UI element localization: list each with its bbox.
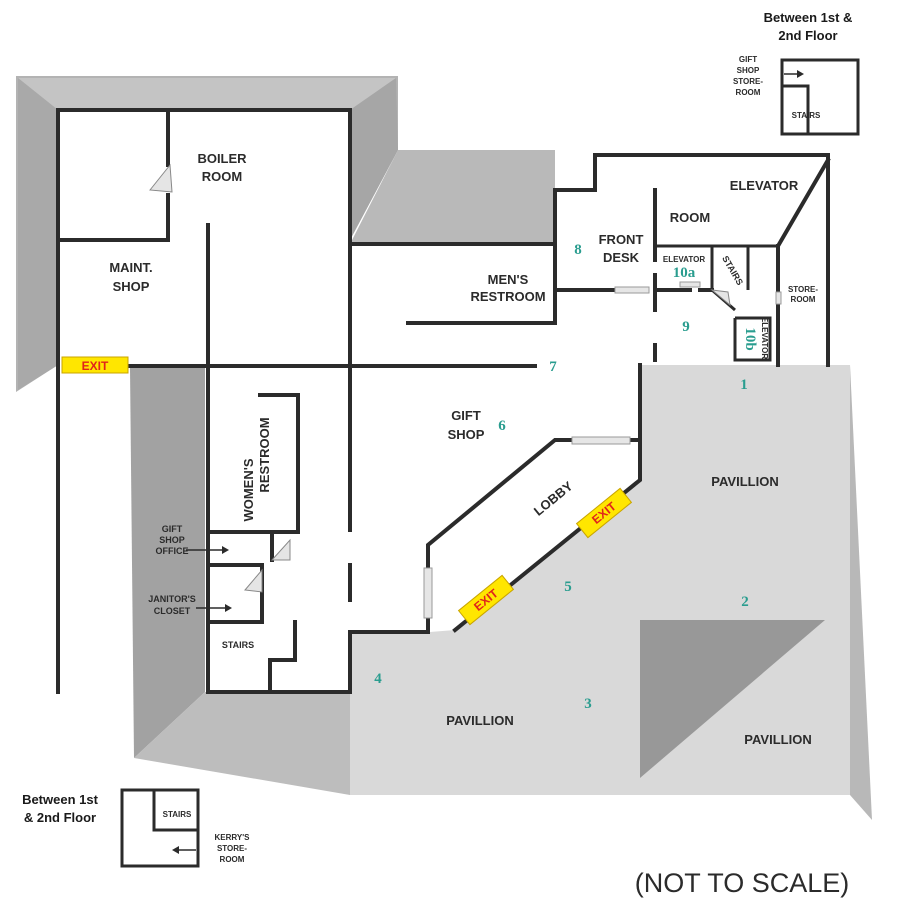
pavillion-corner-label: PAVILLION: [744, 732, 811, 747]
pavillion-right-label: PAVILLION: [711, 474, 778, 489]
mens-restroom-label-1: MEN'S: [488, 272, 529, 287]
pavillion-dark-triangle: [640, 620, 825, 778]
janitors-closet-label-1: JANITOR'S: [148, 594, 195, 604]
stairs-bottom-label: STAIRS: [222, 640, 254, 650]
boiler-room-label-2: ROOM: [202, 169, 242, 184]
marker-2: 2: [741, 594, 749, 610]
gift-shop-office-label-3: OFFICE: [156, 546, 189, 556]
inset-top-room-3: STORE-: [733, 77, 763, 86]
marker-10b: 10b: [742, 327, 758, 350]
janitors-closet-label-2: CLOSET: [154, 606, 191, 616]
elevator-vertical-label: ELEVATOR: [760, 317, 769, 359]
marker-8: 8: [574, 242, 582, 258]
gift-shop-office-label-2: SHOP: [159, 535, 185, 545]
store-room-label-2: ROOM: [791, 295, 816, 304]
store-room-label-1: STORE-: [788, 285, 818, 294]
inset-bottom-left: Between 1st & 2nd Floor STAIRS KERRY'S S…: [22, 788, 251, 868]
room-label: ROOM: [670, 210, 710, 225]
marker-6: 6: [498, 418, 506, 434]
stairs-small-label: STAIRS: [720, 254, 745, 287]
exit-sign-left: EXIT: [61, 356, 129, 374]
inset-top-stairs: STAIRS: [792, 111, 821, 120]
maint-shop-label-1: MAINT.: [109, 260, 152, 275]
room-labels: BOILER ROOM MAINT. SHOP MEN'S RESTROOM F…: [109, 151, 818, 747]
gift-shop-office-label-1: GIFT: [162, 524, 183, 534]
womens-restroom-label-2: RESTROOM: [257, 417, 272, 492]
inset-bottom-title-2: & 2nd Floor: [24, 810, 96, 825]
marker-10a: 10a: [673, 265, 696, 281]
inset-top-title-2: 2nd Floor: [778, 28, 837, 43]
inset-bottom-room-2: STORE-: [217, 844, 247, 853]
inset-bottom-title-1: Between 1st: [22, 792, 99, 807]
marker-5: 5: [564, 579, 572, 595]
marker-4: 4: [374, 671, 382, 687]
marker-3: 3: [584, 696, 592, 712]
front-desk-label-2: DESK: [603, 250, 640, 265]
inset-top-room-4: ROOM: [736, 88, 761, 97]
pointer-arrows: [186, 546, 232, 612]
maint-shop-label-2: SHOP: [113, 279, 150, 294]
not-to-scale-note: (NOT TO SCALE): [635, 868, 850, 898]
gift-shop-label-1: GIFT: [451, 408, 481, 423]
womens-restroom-label-1: WOMEN'S: [241, 458, 256, 521]
location-markers: 1 2 3 4 5 6 7 8 9 10a 10b: [374, 242, 758, 712]
inset-top-room-2: SHOP: [737, 66, 760, 75]
inset-bottom-room-1: KERRY'S: [215, 833, 251, 842]
pavillion-bottom-label: PAVILLION: [446, 713, 513, 728]
inset-top-title-1: Between 1st &: [764, 10, 853, 25]
mens-restroom-label-2: RESTROOM: [470, 289, 545, 304]
inset-bottom-room-3: ROOM: [220, 855, 245, 864]
marker-9: 9: [682, 319, 690, 335]
elevator-small-label: ELEVATOR: [663, 255, 705, 264]
doors: [149, 163, 782, 619]
front-desk-label-1: FRONT: [599, 232, 644, 247]
exit-left-label: EXIT: [82, 359, 109, 373]
lobby-label: LOBBY: [531, 478, 576, 518]
marker-7: 7: [549, 359, 557, 375]
gift-shop-label-2: SHOP: [448, 427, 485, 442]
inset-top-room-1: GIFT: [739, 55, 757, 64]
marker-1: 1: [740, 377, 748, 393]
exterior-shading: [16, 76, 555, 795]
boiler-room-label-1: BOILER: [197, 151, 247, 166]
inset-top-right: Between 1st & 2nd Floor GIFT SHOP STORE-…: [733, 10, 860, 136]
inset-bottom-stairs: STAIRS: [163, 810, 192, 819]
pavillion-area: [350, 365, 872, 820]
elevator-room-label: ELEVATOR: [730, 178, 799, 193]
